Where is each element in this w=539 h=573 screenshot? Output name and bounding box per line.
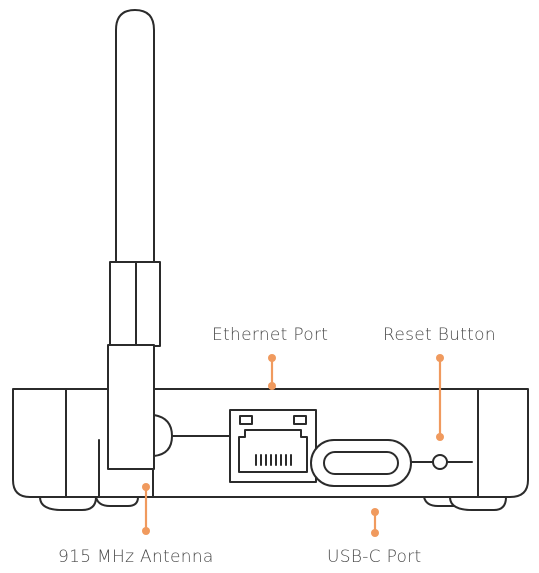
device-feet [39,496,507,511]
ethernet-port-label: Ethernet Port [212,325,329,345]
callout-reset [436,354,444,441]
callout-usbc [371,508,379,537]
usb-c-port-label: USB-C Port [327,547,422,567]
callout-antenna [142,483,150,535]
usb-c-port [310,439,434,487]
callout-ethernet [268,354,276,390]
reset-button [432,454,473,470]
reset-button-label: Reset Button [383,325,496,345]
antenna [107,9,173,470]
antenna-label: 915 MHz Antenna [58,547,214,567]
ethernet-port [171,409,317,483]
